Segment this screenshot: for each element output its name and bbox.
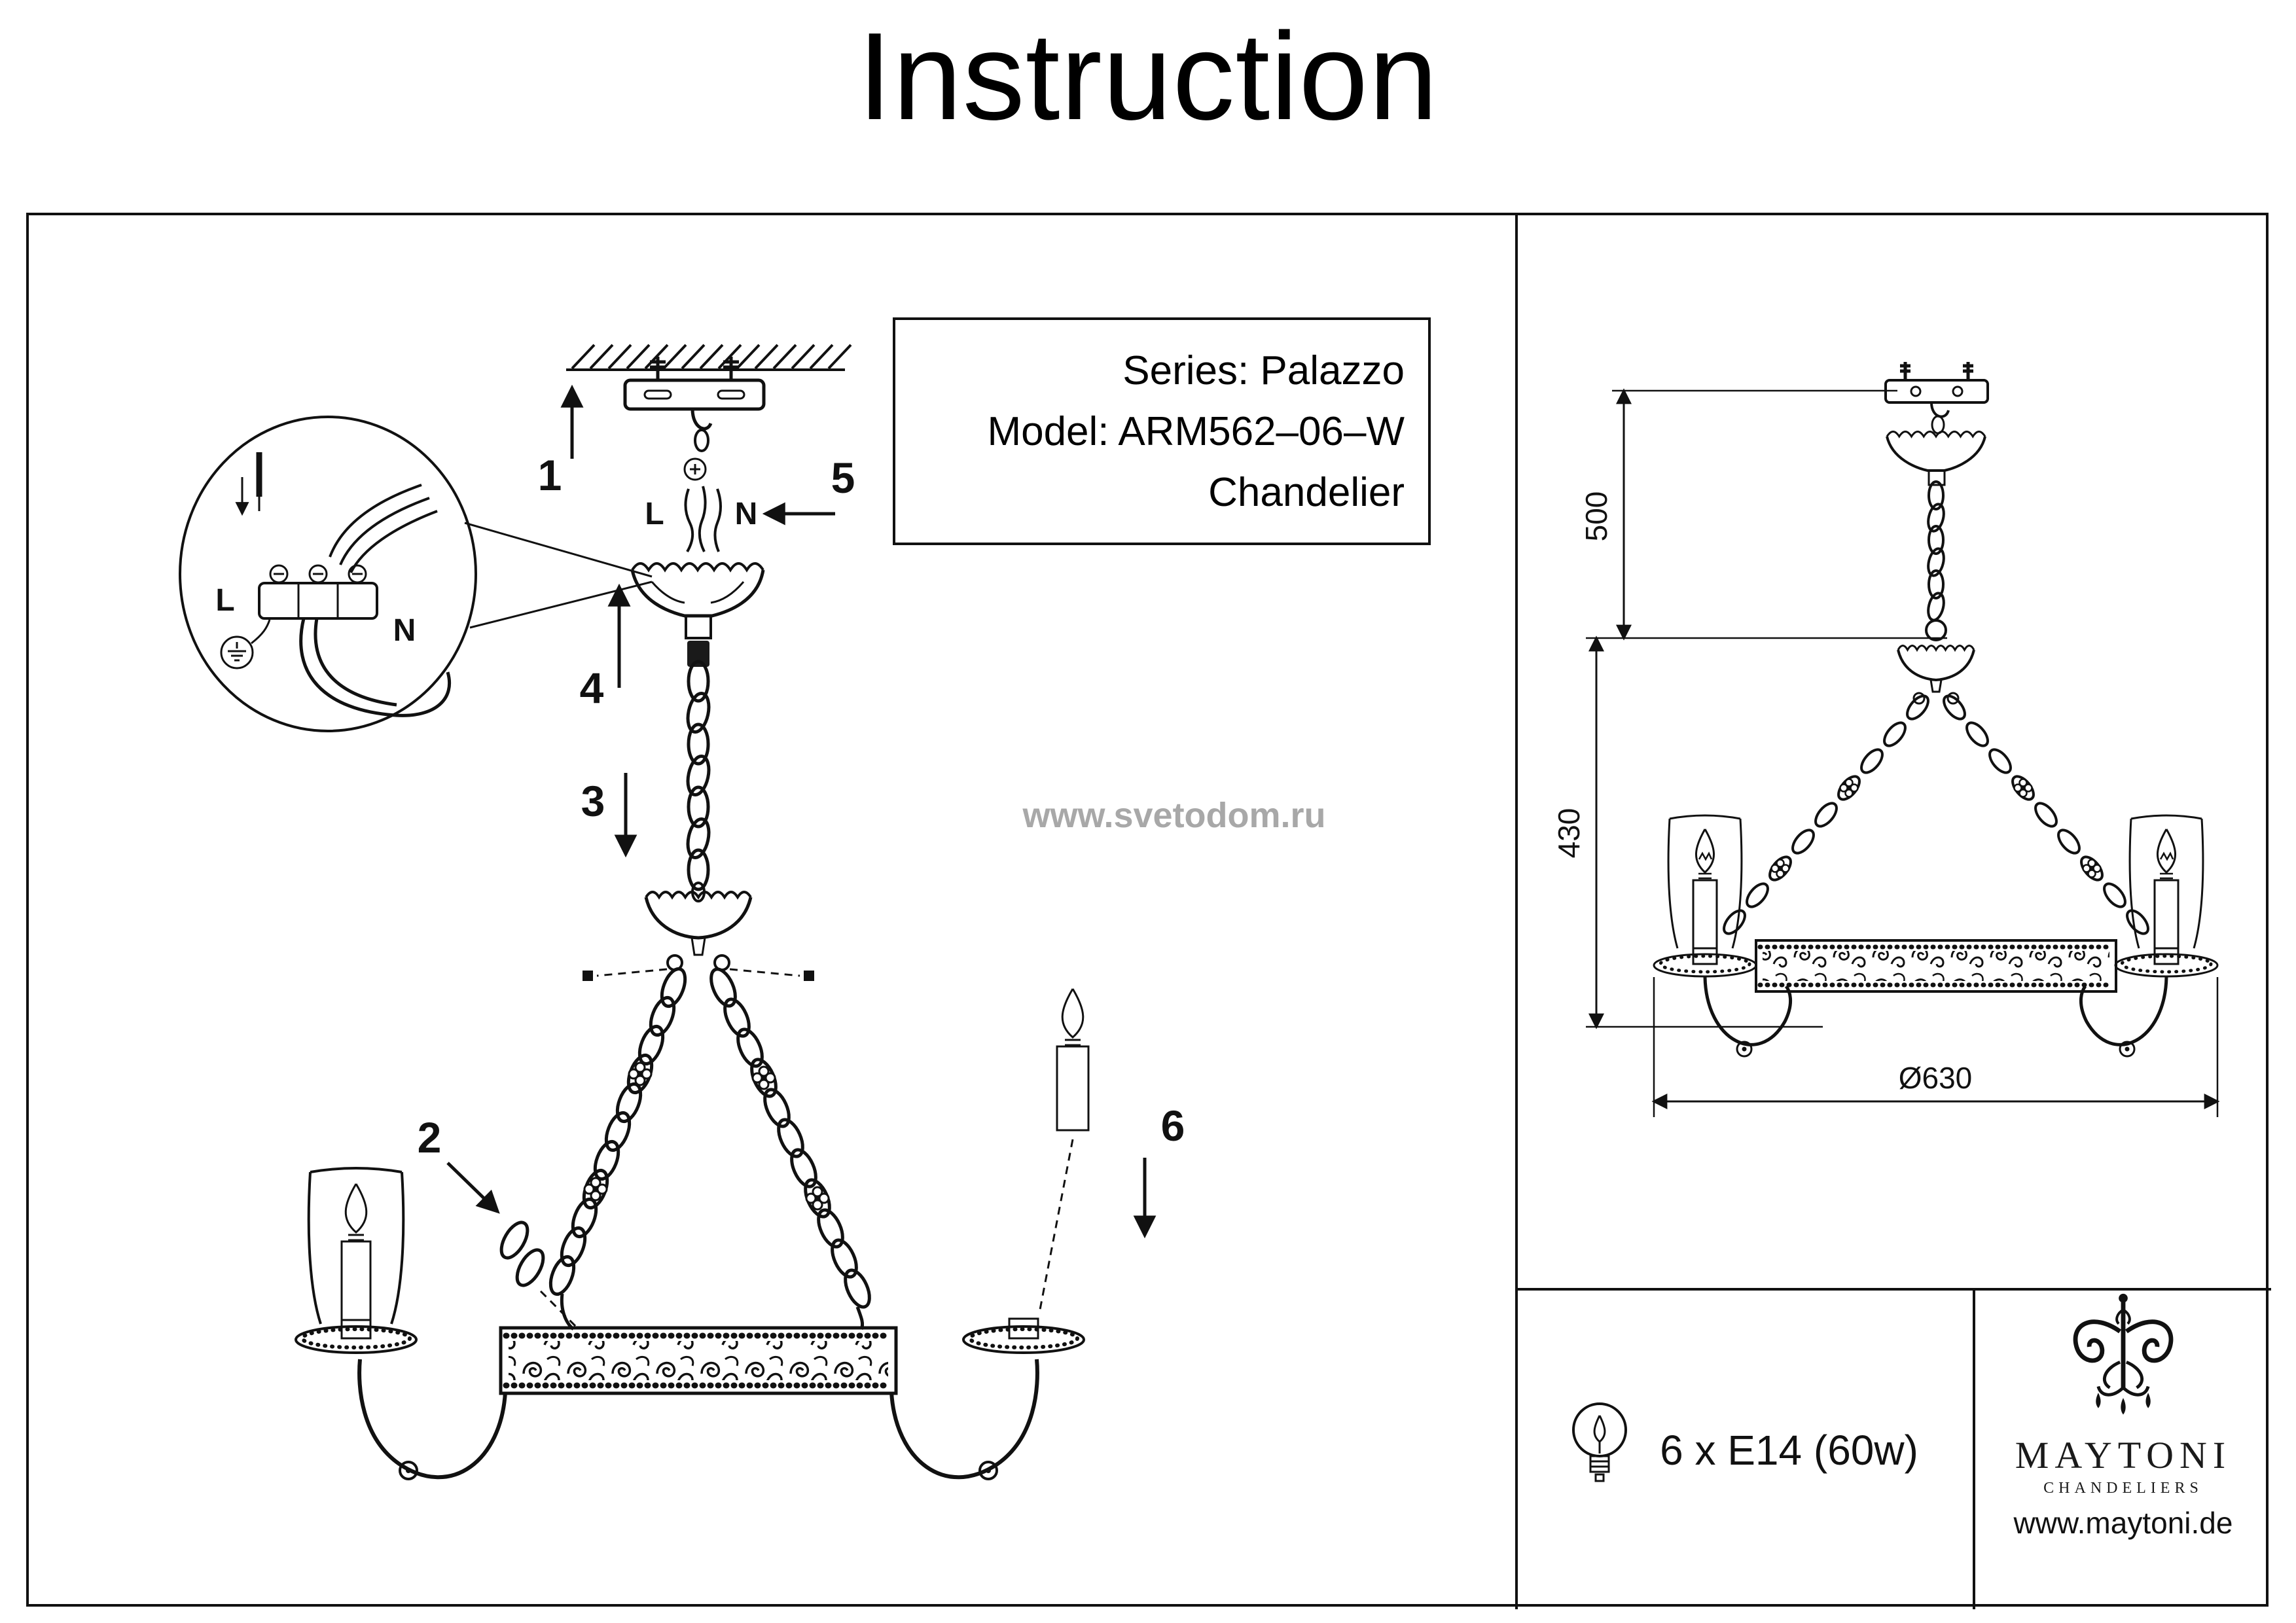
ceiling-hatch [566,344,852,371]
brand-logo: MAYTONI CHANDELIERS www.maytoni.de [1975,1291,2271,1609]
dimension-lines [1586,388,2220,1117]
product-model: Model: ARM562–06–W [987,408,1405,454]
step-2: 2 [418,1113,500,1214]
left-hanging-chain [546,966,690,1330]
product-series: Series: Palazzo [1122,348,1405,393]
dim-left-chain [1719,690,1933,939]
supply-wires [684,486,722,553]
assembly-diagram: 1 L N 5 [179,344,1185,1480]
product-type: Chandelier [1208,469,1405,515]
step-3-label: 3 [581,777,605,825]
detached-candle [1039,988,1090,1310]
panel-divider-vertical [1515,215,1518,1609]
dim-canopy [1886,431,1986,486]
dim-chain [1924,480,1948,641]
lamp-spec: 6 x E14 (60w) [1515,1291,1970,1609]
outgoing-cable [299,618,452,717]
dimension-drop-top: 500 [1579,491,1613,542]
dim-right-candle [2079,814,2219,1058]
chain-cup [644,891,753,971]
dim-chain-cup [1897,645,1975,705]
maytoni-ornament-icon [2073,1293,2174,1415]
product-info-box: Series: Palazzo Model: ARM562–06–W Chand… [893,317,1431,545]
ceiling-canopy [630,562,765,667]
hook-links [496,1219,579,1329]
step-3: 3 [581,773,637,858]
step-5-label: 5 [831,454,855,502]
watermark: www.svetodom.ru [1022,796,1326,835]
dimension-diagram: 500 430 Ø630 [1552,362,2220,1117]
dimension-diameter: Ø630 [1899,1061,1973,1095]
right-hanging-chain [706,965,874,1330]
brand-website: www.maytoni.de [2013,1506,2233,1540]
brand-name: MAYTONI [2015,1434,2232,1476]
suspension-chain [685,662,712,902]
step-2-label: 2 [418,1113,442,1162]
dim-left-candle [1653,814,1792,1058]
left-candle-assembly [295,1167,418,1354]
dimension-drop-body: 430 [1552,808,1586,859]
terminal-label-live: L [215,583,234,618]
ground-symbol [220,619,271,669]
insert-wire [235,452,262,516]
step-6-label: 6 [1161,1101,1185,1150]
step-1: 1 [538,384,584,499]
scroll-arms [357,1359,1039,1480]
logo-divider [1973,1288,1975,1609]
step-6: 6 [1133,1101,1185,1239]
lamp-spec-text: 6 x E14 (60w) [1660,1426,1918,1474]
wire-label-neutral: N [735,497,758,531]
attachment-marks [583,968,814,981]
mounting-bracket [623,357,766,452]
ground-screw [683,457,707,481]
step-5: 5 [762,454,855,526]
step-1-label: 1 [538,451,562,499]
wiring-detail: L N [179,416,653,732]
page-title: Instruction [857,7,1439,146]
dim-ornamental-band [1755,939,2117,993]
dim-right-chain [1939,690,2153,939]
terminal-label-neutral: N [393,613,416,648]
panel-divider-horizontal [1515,1288,2271,1291]
diagram-frame: 1 L N 5 [26,213,2271,1609]
brand-tagline: CHANDELIERS [2043,1480,2203,1497]
right-candle-socket [962,1317,1085,1354]
wire-label-live: L [645,497,664,531]
dim-mounting-bracket [1884,362,1989,435]
ornamental-band [499,1326,898,1395]
terminal-block [258,564,378,620]
bulb-icon [1572,1402,1628,1482]
step-4-label: 4 [580,664,604,712]
step-4: 4 [580,583,631,712]
